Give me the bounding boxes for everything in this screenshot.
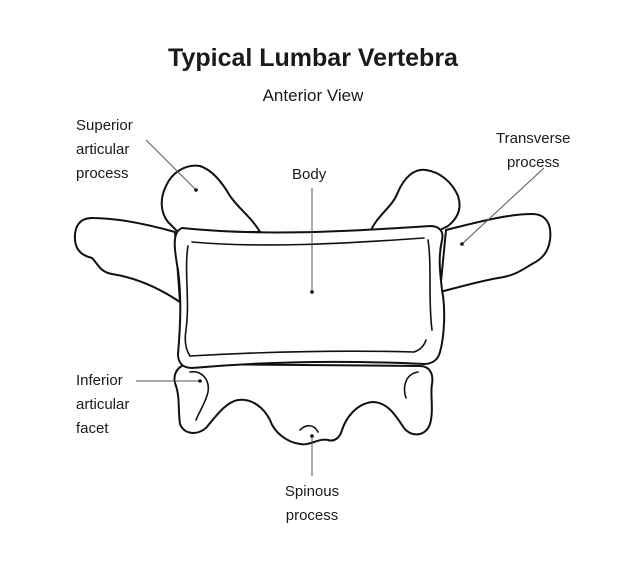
spinous-tip-contour — [299, 424, 319, 433]
inferior-facet-contour — [189, 370, 210, 421]
right-facet-contour — [403, 371, 419, 399]
superior-articular-dot — [194, 188, 198, 192]
label-transverse-process: Transverse process — [496, 130, 571, 171]
posterior-arch — [173, 363, 434, 446]
label-inferior-articular-facet: Inferior articular facet — [76, 372, 130, 437]
label-body: Body — [292, 166, 327, 183]
diagram-subtitle: Anterior View — [262, 86, 364, 105]
body-upper-rim — [191, 237, 425, 246]
transverse-dot — [460, 242, 464, 246]
label-spinous-process: Spinous process — [284, 483, 340, 524]
left-superior-articular-process — [160, 164, 261, 233]
body-lower-rim — [189, 339, 427, 357]
body-left-edge — [184, 245, 191, 357]
spinous-dot — [310, 434, 314, 438]
right-superior-articular-process — [369, 168, 461, 233]
inferior-facet-dot — [198, 379, 202, 383]
vertebral-body — [173, 225, 446, 369]
left-transverse-process — [73, 217, 181, 303]
label-superior-articular-process: Superior articular process — [76, 117, 133, 182]
body-right-edge — [427, 239, 433, 331]
right-transverse-process — [439, 213, 552, 293]
diagram-title: Typical Lumbar Vertebra — [168, 44, 458, 72]
body-dot — [310, 290, 314, 294]
superior-articular-leader — [145, 139, 197, 191]
transverse-leader — [461, 167, 545, 245]
